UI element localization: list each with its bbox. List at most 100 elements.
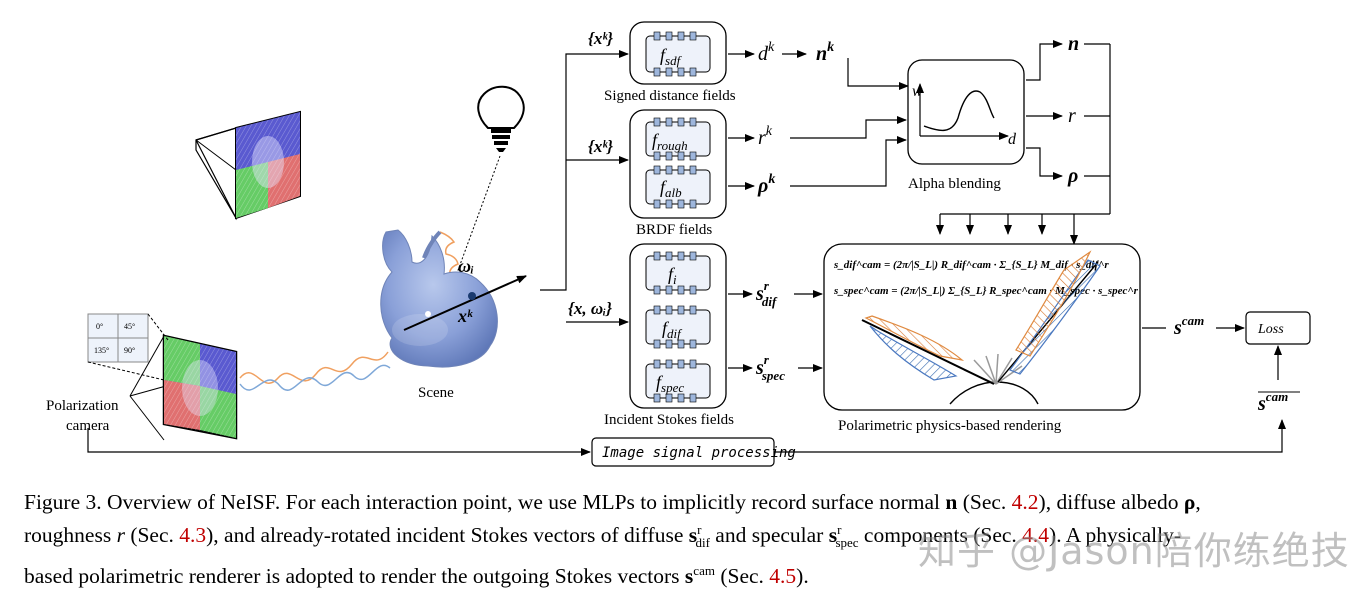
caption-text: Figure 3. Overview of NeISF. For each in…: [24, 490, 946, 514]
pol-45-label: 45°: [124, 322, 135, 331]
input-xk-1: {xᵏ}: [588, 29, 613, 48]
pol-90-label: 90°: [124, 346, 135, 355]
eq-spec: s_spec^cam = (2π/|S_L|) Σ_{S_L} R_spec^c…: [833, 285, 1139, 297]
caption-s-dif-sub: dif: [695, 535, 710, 551]
caption-text: (Sec.: [714, 564, 770, 589]
out-rho-sup: k: [768, 172, 775, 187]
svg-text:scam: scam: [1173, 313, 1204, 339]
caption-ref[interactable]: 4.5: [769, 564, 797, 589]
caption-ref[interactable]: 4.2: [1011, 490, 1039, 514]
f-sdf-sub: sdf: [665, 53, 683, 68]
sdf-label: Signed distance fields: [604, 88, 736, 104]
caption-ref[interactable]: 4.3: [179, 523, 207, 548]
out-d: d: [758, 43, 769, 65]
f-rough: f: [652, 130, 660, 150]
interaction-point-1: [425, 311, 431, 317]
svg-text:fspec: fspec: [656, 372, 684, 395]
caption-s-dif-sup: r: [697, 522, 702, 537]
polarizer-grid: 0° 45° 135° 90°: [87, 313, 169, 381]
polarimetric-label: Polarimetric physics-based rendering: [838, 418, 1062, 434]
svg-text:falb: falb: [660, 177, 682, 200]
pol-0-label: 0°: [96, 322, 103, 331]
svg-text:srspec: srspec: [755, 352, 785, 383]
top-camera-view: [195, 110, 301, 221]
f-alb: f: [660, 177, 668, 197]
camera-wave-blue: [239, 364, 391, 391]
figure-caption: Figure 3. Overview of NeISF. For each in…: [24, 488, 1334, 591]
caption-text: (Sec.: [124, 523, 180, 548]
sdf-field-box: fsdf: [629, 21, 727, 85]
out-s-dif-sup: r: [764, 278, 770, 293]
svg-text:fi: fi: [668, 264, 677, 287]
caption-n: n: [945, 490, 958, 514]
alpha-blending-box: w d: [907, 59, 1025, 165]
caption-text: ). A physically-: [1049, 523, 1182, 548]
xk-label: xᵏ: [457, 306, 473, 326]
out-s-spec: s: [755, 357, 764, 379]
svg-text:srdif: srdif: [755, 278, 778, 309]
out-s-dif: s: [755, 283, 764, 305]
caption-text: and specular: [709, 523, 829, 548]
svg-text:nk: nk: [816, 40, 834, 65]
caption-s-dif: s: [688, 523, 698, 548]
scene-label: Scene: [418, 385, 454, 401]
caption-text: ,: [1195, 490, 1201, 514]
f-spec: f: [656, 372, 664, 392]
caption-text: based polarimetric renderer is adopted t…: [24, 564, 685, 589]
caption-text: (Sec.: [957, 490, 1012, 514]
svg-text:dk: dk: [758, 40, 775, 65]
out-s-dif-sub: dif: [762, 294, 778, 309]
input-branches: [540, 53, 628, 323]
pol-135-label: 135°: [94, 346, 109, 355]
caption-rho: ρ: [1183, 490, 1196, 514]
svg-text:rk: rk: [758, 124, 773, 149]
caption-ref[interactable]: 4.4: [1022, 523, 1050, 548]
caption-s-spec-sub: spec: [835, 535, 859, 551]
caption-s-cam-sup: cam: [693, 563, 715, 579]
caption-text: ), and already-rotated incident Stokes v…: [206, 523, 689, 548]
input-xk-2: {xᵏ}: [588, 137, 613, 156]
f-dif-sub: dif: [667, 326, 683, 341]
f-dif: f: [662, 318, 670, 338]
brdf-field-box: frough falb: [629, 109, 727, 219]
out-n-sup: k: [827, 40, 834, 55]
s-cam: s: [1173, 317, 1182, 339]
svg-text:fdif: fdif: [662, 318, 683, 341]
f-sdf: f: [660, 45, 668, 65]
bunny-scene: [380, 229, 498, 368]
svg-text:fsdf: fsdf: [660, 45, 683, 68]
caption-text: components (Sec.: [858, 523, 1023, 548]
caption-r: r: [116, 523, 125, 548]
isp-box: Image signal processing: [591, 437, 796, 467]
caption-s-cam: s: [684, 564, 694, 589]
s-cam-gt: s: [1257, 393, 1266, 415]
out-d-sup: k: [768, 40, 775, 55]
out-r-sup: k: [766, 124, 773, 139]
plot-d: d: [1008, 131, 1017, 148]
incident-stokes-label: Incident Stokes fields: [604, 412, 734, 428]
svg-text:ρk: ρk: [757, 172, 775, 197]
s-cam-sup: cam: [1182, 313, 1204, 328]
f-i: f: [668, 264, 676, 284]
f-rough-sub: rough: [657, 138, 688, 153]
loss-label: Loss: [1257, 322, 1284, 337]
caption-s-spec-sup: r: [837, 522, 842, 537]
caption-text: roughness: [24, 523, 117, 548]
loss-box: Loss: [1245, 311, 1311, 345]
f-alb-sub: alb: [665, 185, 682, 200]
camera-ray: [403, 275, 527, 331]
out-s-spec-sup: r: [764, 352, 770, 367]
final-n: n: [1068, 33, 1079, 55]
omega-label: ωᵢ: [458, 256, 474, 276]
light-ray: [449, 155, 501, 293]
plot-w: w: [912, 83, 923, 100]
eq-dif: s_dif^cam = (2π/|S_L|) R_dif^cam · Σ_{S_…: [833, 259, 1109, 271]
camera-label-line2: camera: [66, 418, 110, 434]
input-x-omega: {x, ωᵢ}: [568, 299, 612, 318]
polarization-camera: [129, 334, 238, 441]
f-i-sub: i: [673, 272, 677, 287]
alpha-blending-label: Alpha blending: [908, 176, 1001, 192]
out-n: n: [816, 43, 827, 65]
s-cam-gt-sup: cam: [1266, 389, 1288, 404]
caption-text: ).: [796, 564, 809, 589]
